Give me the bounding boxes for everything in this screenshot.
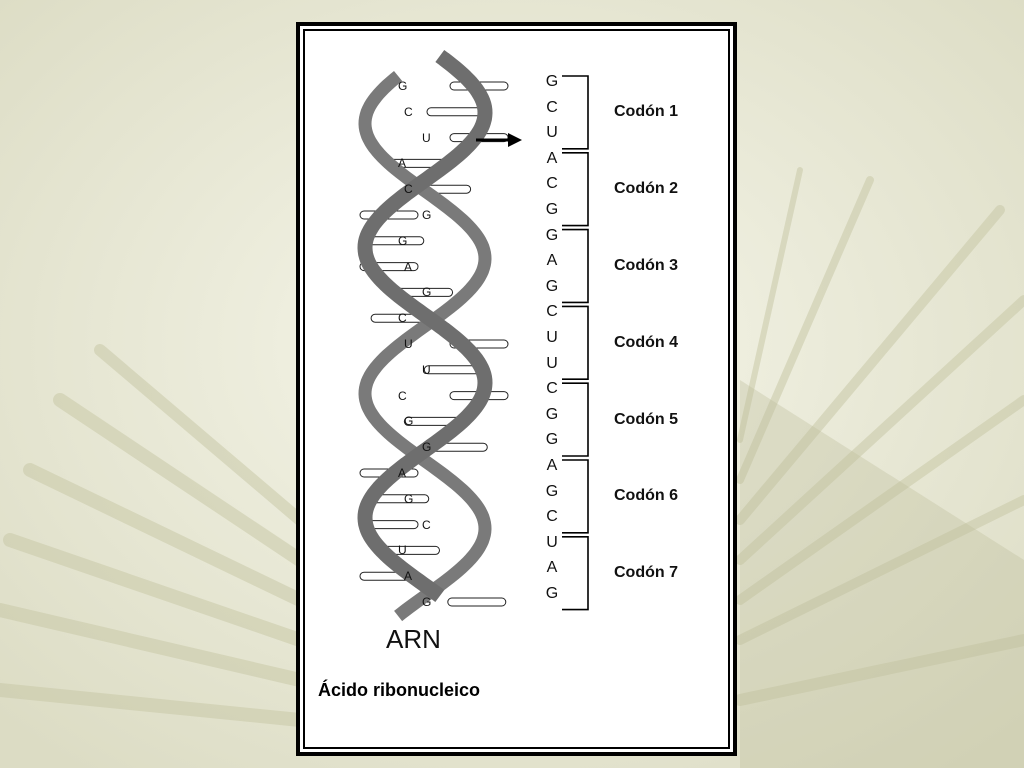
sequence-base: A xyxy=(546,149,558,167)
codon-bracket xyxy=(562,228,589,304)
sequence-base: G xyxy=(545,482,559,500)
codon-brackets xyxy=(562,75,589,611)
sequence-base: A xyxy=(546,457,558,474)
sequence-base: U xyxy=(546,329,558,346)
codon-bracket xyxy=(562,75,589,150)
helix-base-label: G xyxy=(422,285,432,300)
helix-strand-back xyxy=(358,70,492,622)
helix-base-label: G xyxy=(422,208,432,222)
helix-base-label: A xyxy=(398,466,407,480)
sequence-base: U xyxy=(546,533,558,551)
sequence-base: U xyxy=(546,124,558,142)
background-rays xyxy=(0,167,1024,727)
sequence-base: A xyxy=(546,559,558,577)
sequence-base: A xyxy=(546,252,558,270)
helix-base-label: G xyxy=(404,414,414,429)
codon-bracket xyxy=(562,382,589,457)
helix-base-label: G xyxy=(422,595,432,609)
base-rung xyxy=(426,107,486,117)
helix-strand-front xyxy=(357,49,493,602)
codon-label: Codón 1 xyxy=(614,103,678,121)
helix-base-label: G xyxy=(398,79,408,93)
helix-base-label: G xyxy=(404,491,414,506)
helix-base-label: C xyxy=(404,104,413,119)
helix-base-label: U xyxy=(422,362,431,377)
helix-base-label: A xyxy=(398,156,407,171)
codon-bracket xyxy=(562,536,589,611)
sequence-base: C xyxy=(546,98,558,116)
sequence-base: G xyxy=(545,431,559,449)
codon-label: Codón 3 xyxy=(614,257,678,274)
helix-base-label: C xyxy=(422,517,431,532)
codon-bracket xyxy=(562,305,589,380)
sequence-base: G xyxy=(545,585,559,602)
arrow-icon xyxy=(476,133,522,147)
helix-base-label: C xyxy=(404,182,413,197)
sequence-base: C xyxy=(546,175,558,193)
helix-base-label: G xyxy=(398,233,408,248)
codon-label: Codón 2 xyxy=(614,180,678,198)
sequence-base: G xyxy=(545,226,559,244)
molecule-label: ARN xyxy=(386,624,441,654)
sequence-base: C xyxy=(546,380,558,398)
codon-bracket xyxy=(562,459,589,534)
helix-base-label: U xyxy=(398,543,407,558)
sequence-base: G xyxy=(545,201,559,218)
sequence-base: G xyxy=(545,73,559,90)
sequence-base: G xyxy=(545,405,559,423)
codon-label: Codón 5 xyxy=(614,410,678,428)
helix-base-label: A xyxy=(404,259,413,274)
caption: Ácido ribonucleico xyxy=(318,680,481,700)
codon-label: Codón 7 xyxy=(614,564,678,582)
helix-base-label: C xyxy=(398,311,407,326)
helix-base-label: U xyxy=(404,337,413,351)
helix-base-label: G xyxy=(422,440,432,455)
helix-base-label: U xyxy=(422,130,431,145)
codon-label: Codón 6 xyxy=(614,487,678,505)
sequence-base: C xyxy=(546,508,558,526)
sequence-base: G xyxy=(545,277,559,295)
base-rung xyxy=(447,597,507,607)
sequence-base: C xyxy=(546,303,558,321)
codon-label: Codón 4 xyxy=(614,333,678,351)
sequence-base: U xyxy=(546,354,558,372)
rna-helix-diagram xyxy=(357,49,589,622)
helix-base-label: C xyxy=(398,388,407,403)
helix-base-label: A xyxy=(404,569,413,584)
codon-bracket xyxy=(562,152,589,227)
